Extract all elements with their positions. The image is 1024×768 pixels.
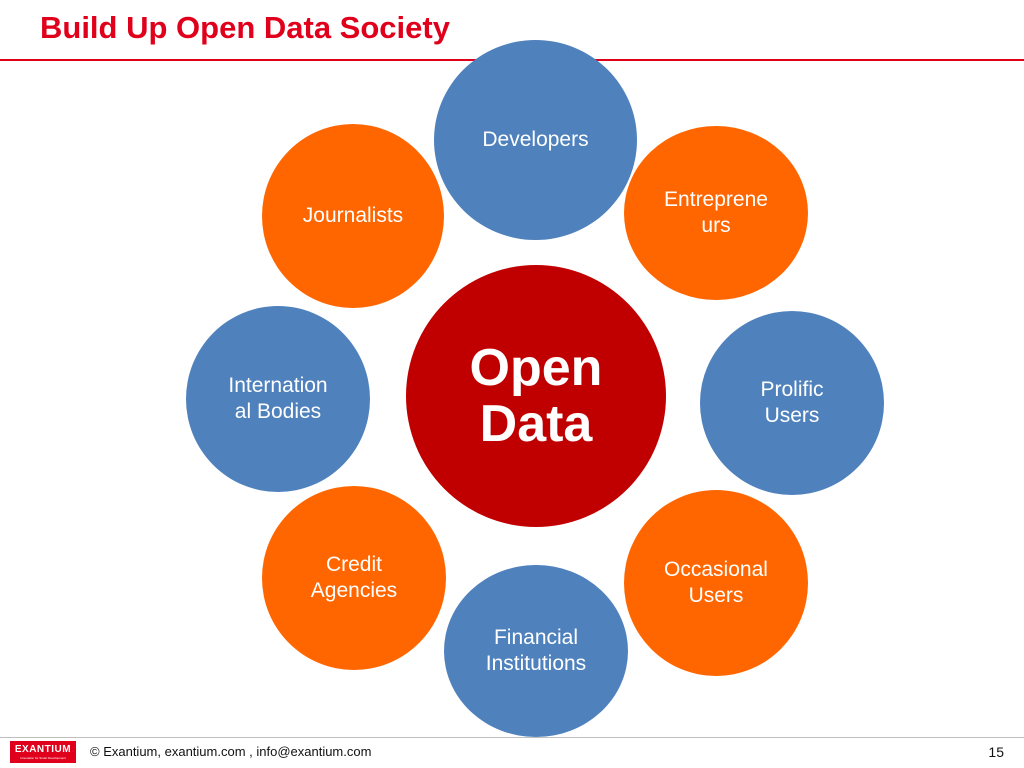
node-occasional-users: Occasional Users: [624, 490, 808, 676]
exantium-logo: EXANTIUM Innovation for Smart Developmen…: [10, 741, 76, 763]
node-label: Financial Institutions: [485, 625, 587, 675]
footer-rule: [0, 737, 1024, 738]
node-label: Entreprene urs: [664, 187, 768, 237]
footer-copyright: © Exantium, exantium.com , info@exantium…: [90, 744, 372, 759]
center-label: Open Data: [469, 338, 603, 453]
node-label: Prolific Users: [760, 377, 824, 427]
node-credit-agencies: Credit Agencies: [262, 486, 446, 670]
node-developers: Developers: [434, 40, 637, 240]
node-label: Occasional Users: [664, 557, 768, 607]
node-international-bodies: Internation al Bodies: [186, 306, 370, 492]
node-journalists: Journalists: [262, 124, 444, 308]
node-label: Credit Agencies: [310, 552, 398, 602]
logo-name: EXANTIUM: [14, 743, 72, 755]
slide-title: Build Up Open Data Society: [40, 10, 450, 45]
node-label: Journalists: [302, 203, 404, 227]
node-label: Developers: [482, 128, 589, 151]
node-entrepreneurs: Entreprene urs: [624, 126, 808, 300]
node-financial-institutions: Financial Institutions: [444, 565, 628, 737]
node-label: Internation al Bodies: [228, 373, 328, 423]
node-prolific-users: Prolific Users: [700, 311, 884, 495]
page-number: 15: [988, 744, 1004, 760]
center-circle-open-data: Open Data: [406, 265, 666, 527]
logo-tagline: Innovation for Smart Development: [20, 755, 66, 760]
